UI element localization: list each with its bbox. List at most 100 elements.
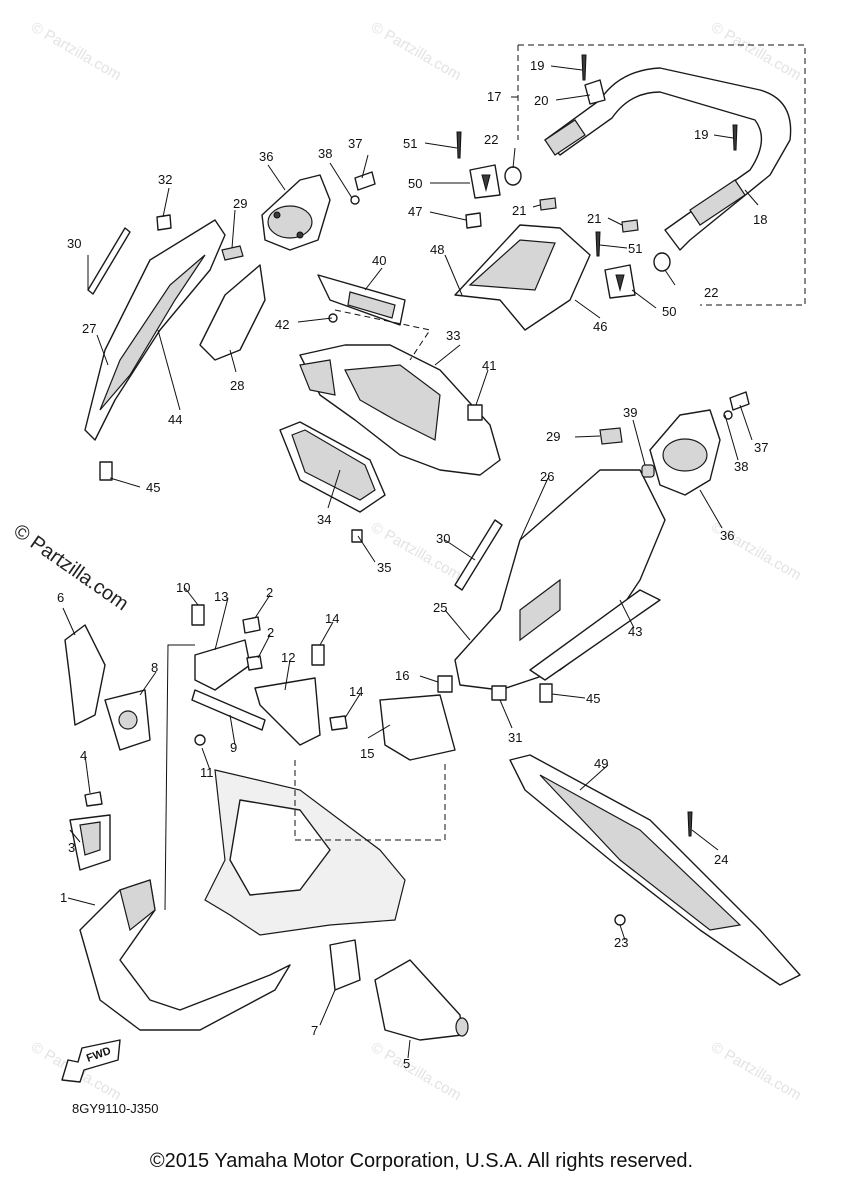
part-side-cover-27 <box>84 219 226 441</box>
part-clip-7 <box>329 939 361 991</box>
callout-label: 39 <box>623 405 637 420</box>
part-bolt-45b <box>539 683 553 703</box>
callout-label: 23 <box>614 935 628 950</box>
part-pad-29b <box>599 427 623 445</box>
callout-label: 24 <box>714 852 728 867</box>
callout-label: 43 <box>628 624 642 639</box>
callout-label: 45 <box>146 480 160 495</box>
part-bracket-20 <box>584 79 606 105</box>
part-cap-22b <box>653 252 671 272</box>
part-bolt-45a <box>99 461 113 481</box>
part-bolt-37a <box>354 171 376 191</box>
callout-label: 29 <box>233 196 247 211</box>
callout-label: 18 <box>753 212 767 227</box>
watermark: © Partzilla.com <box>708 19 804 84</box>
callout-label: 46 <box>593 319 607 334</box>
callout-label: 2 <box>267 625 274 640</box>
callout-label: 7 <box>311 1023 318 1038</box>
part-panel-49 <box>509 754 801 986</box>
part-cap-22a <box>504 166 522 186</box>
callout-label: 19 <box>694 127 708 142</box>
part-washer-38a <box>350 195 360 205</box>
callout-label: 35 <box>377 560 391 575</box>
callout-label: 9 <box>230 740 237 755</box>
part-light-housing-36a <box>261 174 331 251</box>
part-nut-11 <box>194 734 206 746</box>
watermark: © Partzilla.com <box>708 1039 804 1104</box>
callout-label: 50 <box>662 304 676 319</box>
part-rivet-19b <box>732 124 738 151</box>
part-bolt-31 <box>491 685 507 701</box>
callout-label: 38 <box>318 146 332 161</box>
watermark: © Partzilla.com <box>368 19 464 84</box>
part-bracket-12 <box>254 677 321 746</box>
part-bracket-3 <box>69 814 111 871</box>
callout-label: 34 <box>317 512 331 527</box>
part-bolt-32 <box>156 214 172 231</box>
callout-label: 50 <box>408 176 422 191</box>
callout-label: 37 <box>754 440 768 455</box>
copyright-footer: ©2015 Yamaha Motor Corporation, U.S.A. A… <box>149 1150 694 1172</box>
part-panel-43 <box>529 589 661 681</box>
callout-label: 15 <box>360 746 374 761</box>
part-cover-15 <box>379 694 456 761</box>
callout-label: 13 <box>214 589 228 604</box>
callout-label: 20 <box>534 93 548 108</box>
part-boot-5 <box>374 959 469 1041</box>
callout-label: 30 <box>67 236 81 251</box>
part-front-guard-1 <box>79 879 291 1031</box>
callout-label: 21 <box>587 211 601 226</box>
part-bolt-14b <box>329 715 348 731</box>
part-rivet-24 <box>687 811 693 837</box>
part-pad-29a <box>221 245 244 261</box>
diagram-code: 8GY9110-J350 <box>72 1101 159 1116</box>
part-strip-30b <box>454 519 503 591</box>
callout-label: 1 <box>60 890 67 905</box>
callout-label: 27 <box>82 321 96 336</box>
part-rivet-51a <box>456 131 462 159</box>
callout-label: 31 <box>508 730 522 745</box>
callout-label: 33 <box>446 328 460 343</box>
callout-label: 38 <box>734 459 748 474</box>
callout-label: 47 <box>408 204 422 219</box>
callout-label: 40 <box>372 253 386 268</box>
callout-label: 45 <box>586 691 600 706</box>
callout-label: 11 <box>200 765 214 780</box>
callout-label: 22 <box>484 132 498 147</box>
part-bolt-47 <box>465 212 482 229</box>
part-bracket-50b <box>604 264 636 299</box>
callout-label: 48 <box>430 242 444 257</box>
callout-label: 4 <box>80 748 87 763</box>
callout-label: 26 <box>540 469 554 484</box>
part-cowl-46 <box>454 224 591 331</box>
callout-label: 12 <box>281 650 295 665</box>
callout-label: 37 <box>348 136 362 151</box>
callout-label: 36 <box>259 149 273 164</box>
callout-label: 5 <box>403 1056 410 1071</box>
callout-label: 14 <box>325 611 339 626</box>
part-rivet-51b <box>595 231 601 257</box>
part-rivet-19a <box>581 54 587 81</box>
callout-label: 30 <box>436 531 450 546</box>
callout-label: 8 <box>151 660 158 675</box>
callout-label: 10 <box>176 580 190 595</box>
callout-label: 28 <box>230 378 244 393</box>
part-rod-9 <box>191 689 266 731</box>
fwd-arrow: FWD <box>61 1039 121 1083</box>
leader-lines <box>62 65 759 1059</box>
part-cover-6 <box>64 624 106 726</box>
callout-label: 51 <box>628 241 642 256</box>
part-bracket-40 <box>317 274 406 326</box>
part-bolt-37b <box>729 391 750 411</box>
part-bolt-10 <box>191 604 205 626</box>
callout-label: 2 <box>266 585 273 600</box>
callout-label: 29 <box>546 429 560 444</box>
part-strip-30a <box>87 227 131 295</box>
callout-label: 19 <box>530 58 544 73</box>
part-rear-body-33 <box>299 344 501 476</box>
callout-label: 44 <box>168 412 182 427</box>
callout-label: 6 <box>57 590 64 605</box>
part-bolt-21a <box>539 197 557 211</box>
callout-label: 32 <box>158 172 172 187</box>
